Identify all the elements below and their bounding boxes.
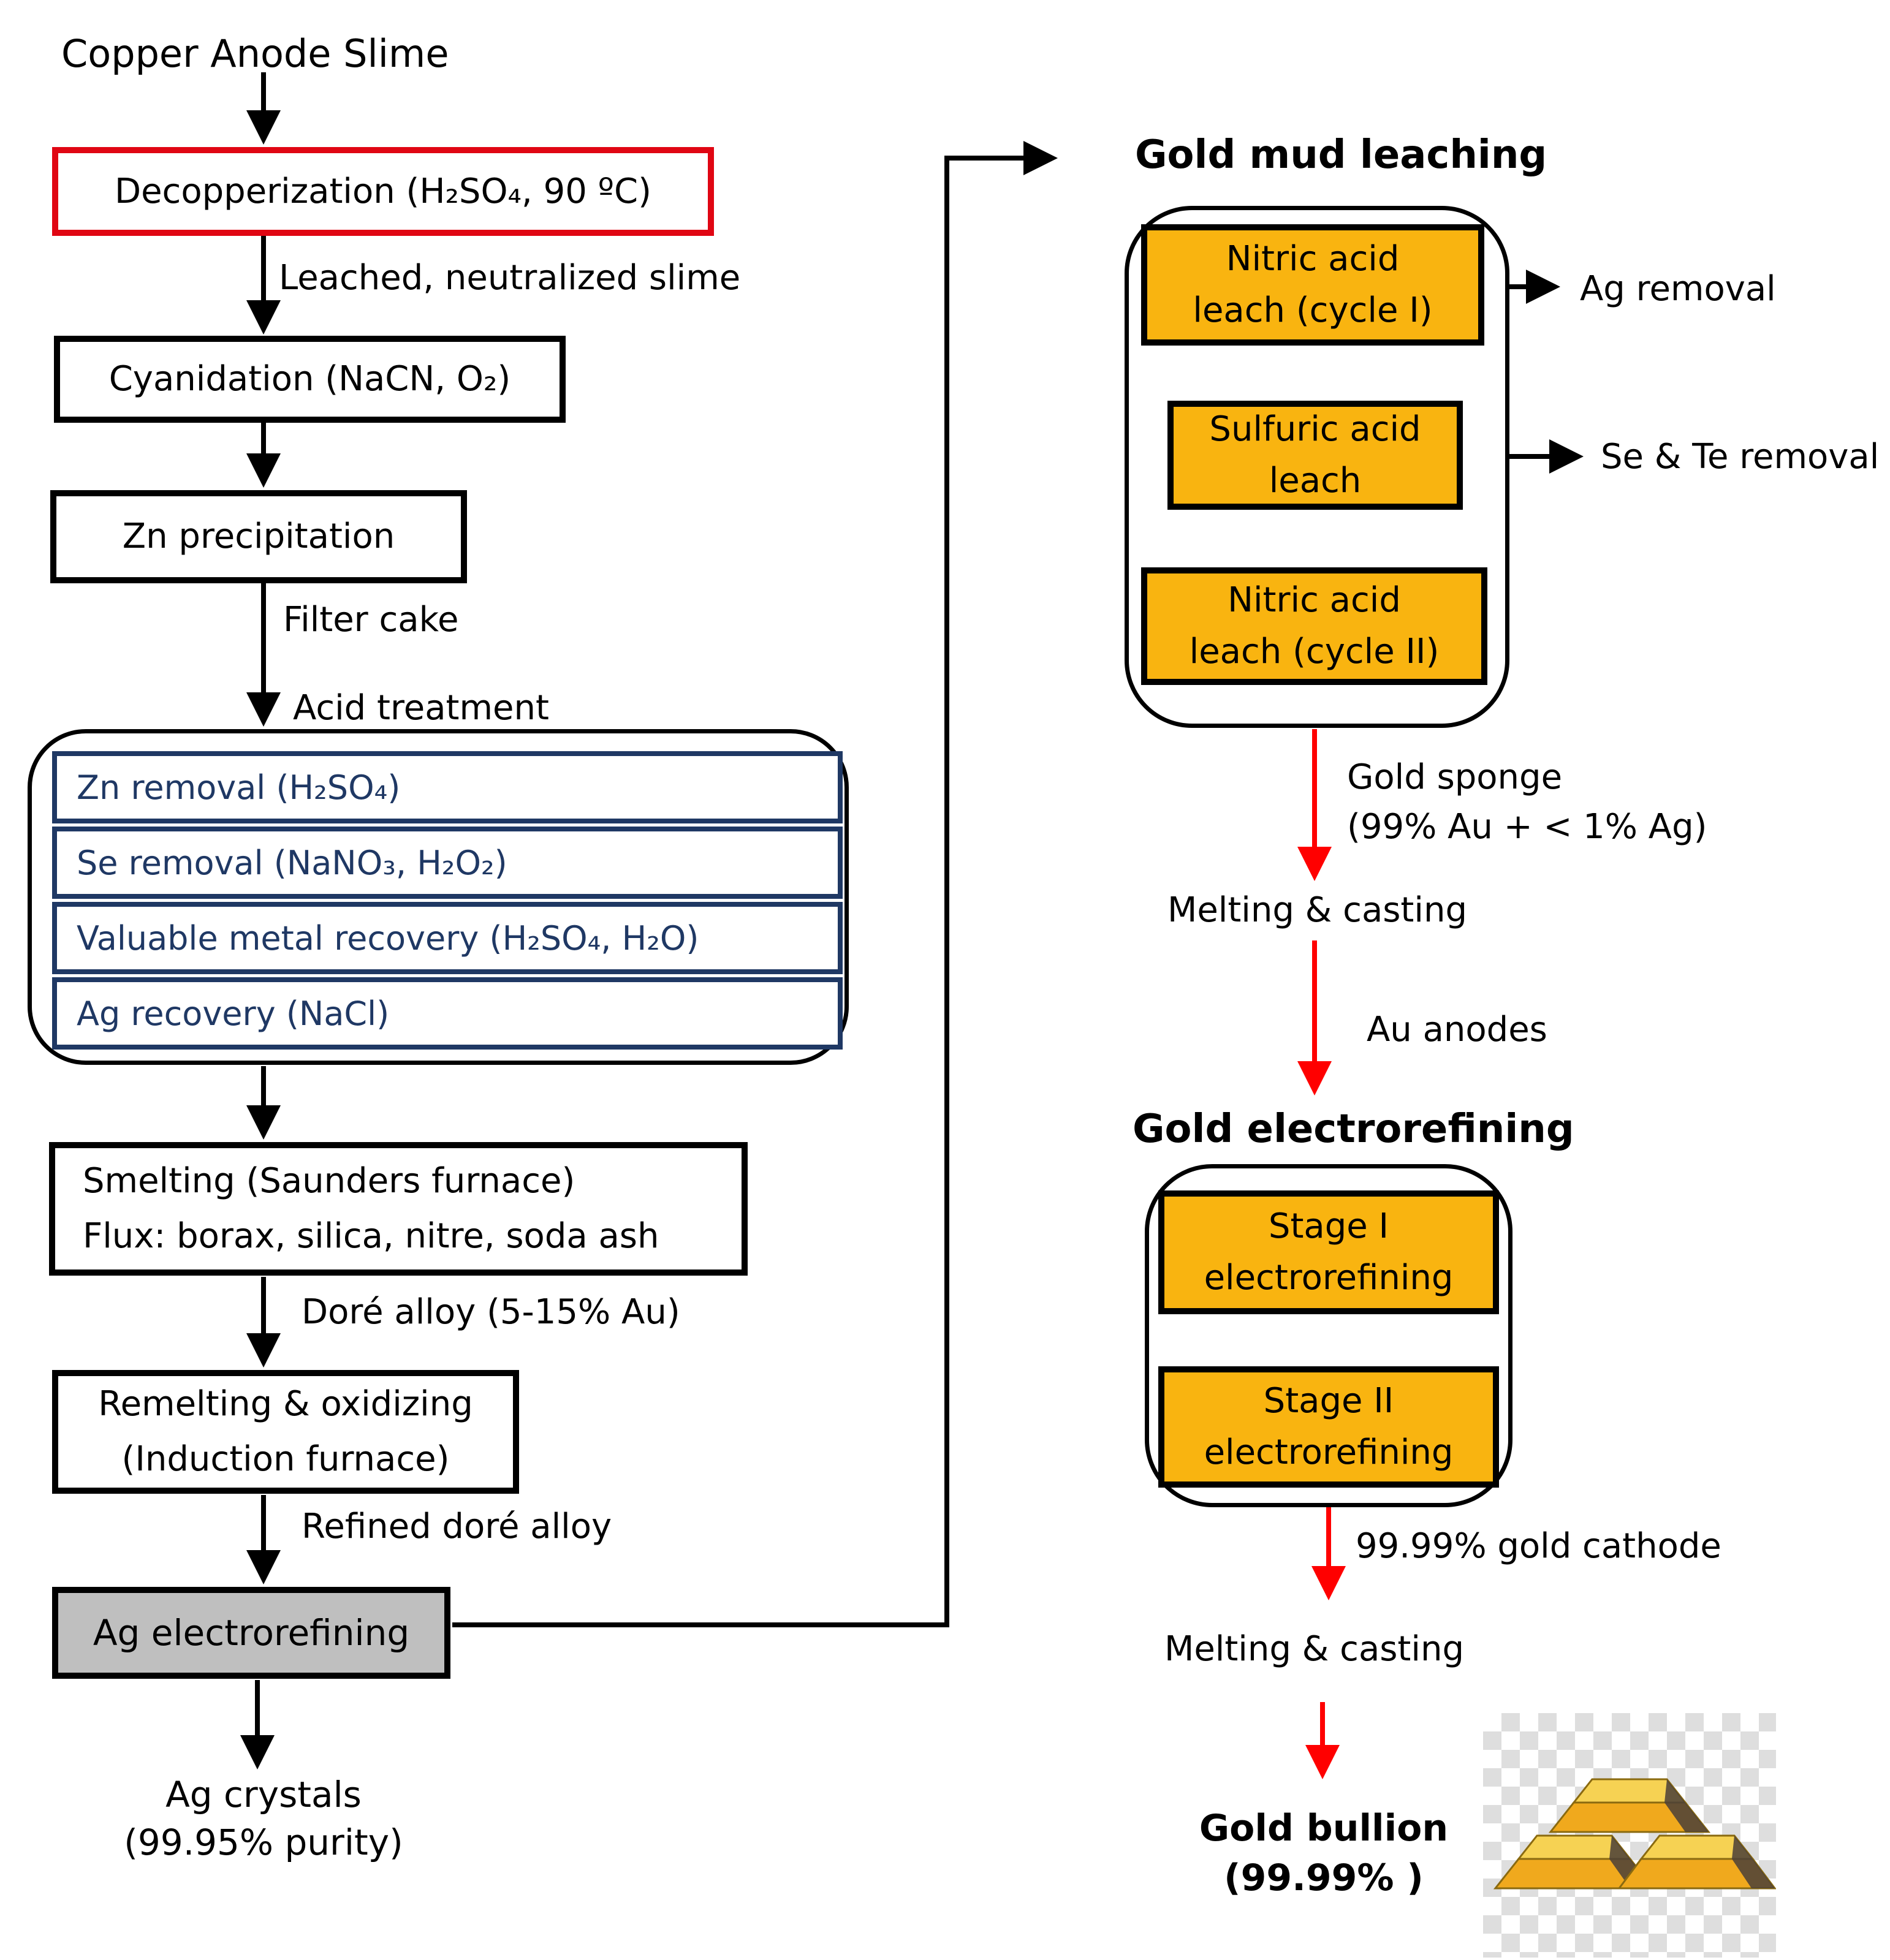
gold-bullion-label: Gold bullion (99.99% ) (1199, 1807, 1449, 1899)
dore-alloy-label: Doré alloy (5-15% Au) (302, 1292, 680, 1332)
stage2-electrorefining-box: Stage II electrorefining (1158, 1366, 1499, 1488)
refined-dore-label: Refined doré alloy (302, 1507, 612, 1546)
acid-step-ag-recovery: Ag recovery (NaCl) (52, 977, 843, 1050)
stage1-electrorefining-box: Stage I electrorefining (1158, 1190, 1499, 1314)
ag-electrorefining-box: Ag electrorefining (52, 1587, 450, 1679)
melting-casting-1-label: Melting & casting (1167, 890, 1467, 930)
melting-casting-2-label: Melting & casting (1164, 1629, 1464, 1669)
acid-treatment-label: Acid treatment (293, 688, 549, 728)
gold-sponge-label: Gold sponge (99% Au + < 1% Ag) (1347, 757, 1707, 847)
gold-bars-icon (1493, 1778, 1777, 1890)
gold-bars-image (1483, 1713, 1777, 1958)
decopperization-box: Decopperization (H₂SO₄, 90 ºC) (52, 147, 714, 236)
leached-slime-label: Leached, neutralized slime (279, 258, 741, 298)
remelting-box: Remelting & oxidizing (Induction furnace… (52, 1370, 519, 1494)
smelting-box: Smelting (Saunders furnace) Flux: borax,… (49, 1142, 748, 1276)
gold-electrorefining-heading: Gold electrorefining (1133, 1107, 1574, 1152)
sulfuric-acid-leach-box: Sulfuric acid leach (1167, 401, 1463, 510)
acid-step-zn-removal: Zn removal (H₂SO₄) (52, 751, 843, 823)
nitric-acid-leach-cycle1-box: Nitric acid leach (cycle I) (1141, 224, 1484, 346)
zn-precipitation-box: Zn precipitation (50, 490, 467, 583)
gold-mud-leaching-heading: Gold mud leaching (1135, 132, 1547, 178)
acid-step-se-removal: Se removal (NaNO₃, H₂O₂) (52, 827, 843, 899)
nitric-acid-leach-cycle2-box: Nitric acid leach (cycle II) (1141, 567, 1487, 685)
au-anodes-label: Au anodes (1367, 1010, 1547, 1050)
gold-cathode-label: 99.99% gold cathode (1356, 1526, 1721, 1566)
acid-step-valuable-metal-recovery: Valuable metal recovery (H₂SO₄, H₂O) (52, 902, 843, 974)
cyanidation-box: Cyanidation (NaCN, O₂) (54, 336, 566, 423)
ag-removal-label: Ag removal (1580, 269, 1776, 309)
se-te-removal-label: Se & Te removal (1601, 437, 1880, 477)
ag-crystals-label: Ag crystals (99.95% purity) (124, 1774, 403, 1864)
copper-anode-slime-label: Copper Anode Slime (61, 31, 449, 76)
filter-cake-label: Filter cake (283, 600, 459, 640)
